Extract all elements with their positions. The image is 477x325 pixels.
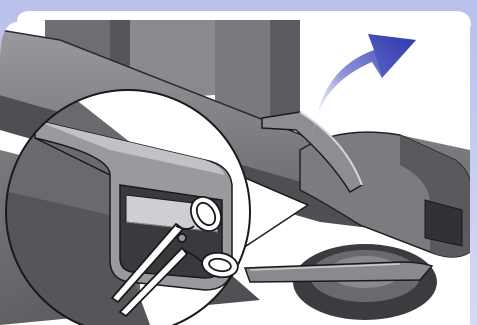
caster-wheel	[293, 244, 437, 320]
